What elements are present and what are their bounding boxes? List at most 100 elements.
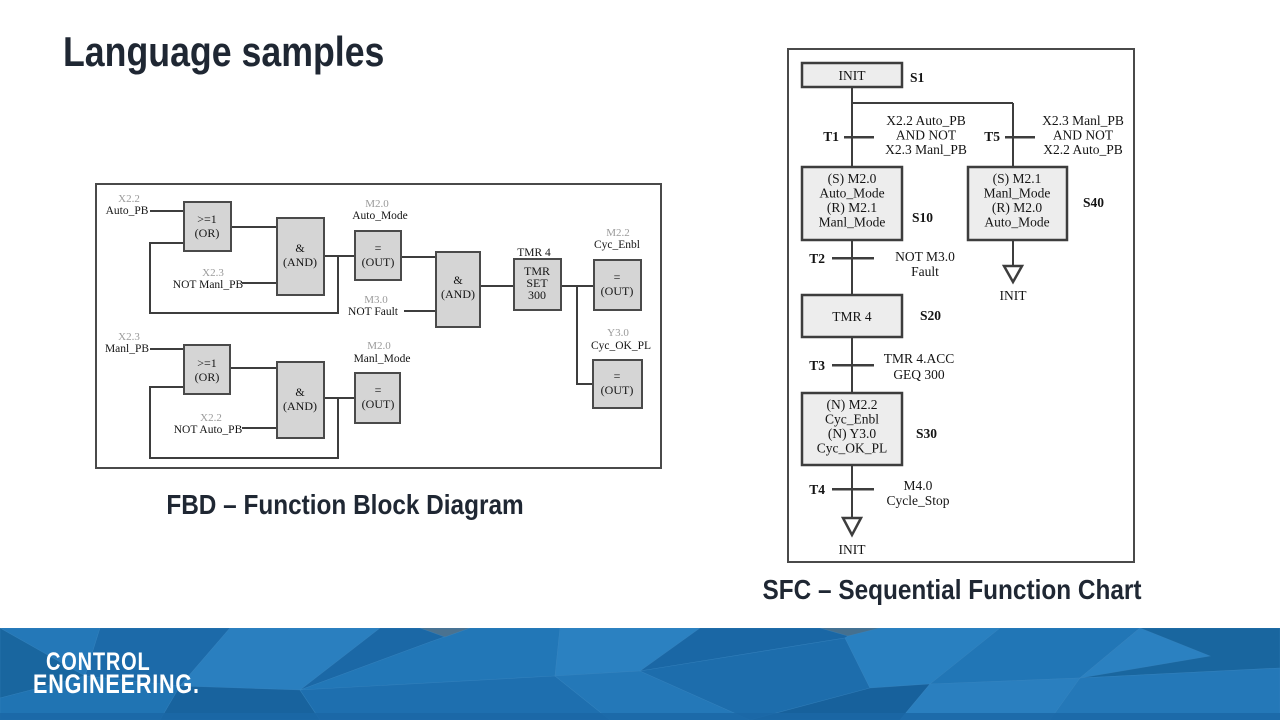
sfc-wires: [832, 87, 1035, 518]
out-block-text: =: [614, 369, 621, 383]
transition-t4-condition: M4.0: [904, 478, 933, 493]
and-block-text: (AND): [441, 287, 475, 301]
input-address: X2.2: [200, 412, 222, 424]
and-block-text: (AND): [283, 255, 317, 269]
input-signal: NOT Manl_PB: [173, 279, 244, 291]
jump-arrow-icon: [1001, 264, 1025, 285]
input-address: X2.3: [202, 267, 224, 279]
step-s1-text: INIT: [839, 68, 867, 83]
input-address: X2.3: [118, 331, 140, 343]
step-s20-label: S20: [920, 308, 941, 323]
timer-block-text: SET: [526, 276, 548, 290]
transition-t3-condition: GEQ 300: [893, 367, 945, 382]
footer-banner: CONTROL ENGINEERING.: [0, 628, 1280, 720]
transition-t2-condition: Fault: [911, 264, 939, 279]
jump-target: INIT: [1000, 288, 1028, 303]
transition-t1-condition: X2.2 Auto_PB: [886, 113, 966, 128]
step-s30-text: (N) M2.2: [827, 397, 878, 412]
input-signal: NOT Auto_PB: [174, 424, 243, 436]
and-block-text: (AND): [283, 399, 317, 413]
output-address: M2.0: [367, 340, 391, 352]
step-s40-text: Manl_Mode: [984, 186, 1051, 201]
slide-title: Language samples: [63, 28, 385, 75]
step-s30: [800, 391, 904, 467]
or-block-2: [183, 344, 231, 395]
out-block-cyc-enbl: [593, 259, 642, 311]
step-s40: [966, 165, 1069, 242]
output-address: M2.2: [606, 227, 630, 239]
fbd-svg: X2.2 Auto_PB >=1 (OR) X2.3 NOT Manl_PB &…: [95, 183, 662, 469]
step-s30-label: S30: [916, 426, 937, 441]
fbd-diagram: X2.2 Auto_PB >=1 (OR) X2.3 NOT Manl_PB &…: [95, 183, 662, 474]
transition-t2-condition: NOT M3.0: [895, 249, 955, 264]
out-block-text: (OUT): [362, 255, 395, 269]
input-signal: NOT Fault: [348, 306, 399, 318]
input-signal: Auto_PB: [106, 205, 149, 217]
sfc-border: [787, 48, 1135, 563]
transition-t4-condition: Cycle_Stop: [887, 493, 950, 508]
timer-block-text: TMR: [524, 264, 550, 278]
step-s20: [800, 293, 904, 339]
jump-target: INIT: [839, 542, 867, 557]
transition-t5-label: T5: [984, 129, 1000, 144]
jump-arrow-icon: [840, 516, 864, 538]
fbd-border: [95, 183, 662, 469]
timer-title: TMR 4: [517, 247, 551, 259]
step-s30-text: Cyc_OK_PL: [817, 441, 888, 456]
step-s10-text: (S) M2.0: [828, 171, 877, 186]
out-block-text: =: [375, 241, 382, 255]
out-block-text: (OUT): [601, 383, 634, 397]
timer-block-text: 300: [528, 288, 546, 302]
out-block-text: (OUT): [362, 397, 395, 411]
transition-t5-condition: X2.2 Auto_PB: [1043, 142, 1123, 157]
input-address: M3.0: [364, 294, 388, 306]
banner-texture: [0, 628, 1280, 720]
or-block-text: >=1: [197, 356, 217, 370]
and-block-3: [276, 361, 325, 439]
sfc-svg: INIT S1 T1 X2.2 Auto_PB AND NOT X2.3 Man…: [787, 48, 1135, 563]
and-block-1: [276, 217, 325, 296]
fbd-caption: FBD – Function Block Diagram: [166, 489, 524, 520]
sfc-caption: SFC – Sequential Function Chart: [762, 574, 1142, 605]
step-s10-text: Auto_Mode: [819, 186, 884, 201]
transition-t1-label: T1: [823, 129, 839, 144]
and-block-text: &: [295, 385, 305, 399]
step-s1-label: S1: [910, 70, 925, 85]
timer-block: [513, 258, 562, 311]
and-block-2: [435, 251, 481, 328]
output-address: Y3.0: [607, 327, 629, 339]
or-block-1: [183, 201, 232, 252]
step-s1: [800, 61, 904, 89]
input-signal: Manl_PB: [105, 343, 149, 355]
transition-t5-condition: X2.3 Manl_PB: [1042, 113, 1124, 128]
step-s30-text: (N) Y3.0: [828, 426, 876, 441]
transition-t2-label: T2: [809, 251, 825, 266]
transition-t3-label: T3: [809, 358, 825, 373]
step-s40-text: (R) M2.0: [992, 200, 1042, 215]
output-address: M2.0: [365, 198, 389, 210]
step-s40-label: S40: [1083, 195, 1104, 210]
sfc-diagram: INIT S1 T1 X2.2 Auto_PB AND NOT X2.3 Man…: [787, 48, 1135, 568]
step-s30-text: Cyc_Enbl: [825, 412, 879, 427]
out-block-auto-mode: [354, 230, 402, 281]
transition-t1-condition: X2.3 Manl_PB: [885, 142, 967, 157]
step-s10-text: Manl_Mode: [819, 215, 886, 230]
transition-t1-condition: AND NOT: [896, 128, 957, 143]
input-address: X2.2: [118, 193, 140, 205]
or-block-text: (OR): [195, 226, 220, 240]
output-signal: Manl_Mode: [354, 353, 411, 365]
and-block-text: &: [453, 273, 463, 287]
logo-line-1: CONTROL: [46, 648, 151, 676]
transition-t4-label: T4: [809, 482, 825, 497]
out-block-text: =: [375, 383, 382, 397]
step-s10-label: S10: [912, 210, 933, 225]
out-block-text: (OUT): [601, 284, 634, 298]
transition-t5-condition: AND NOT: [1053, 128, 1114, 143]
or-block-text: >=1: [197, 212, 217, 226]
out-block-text: =: [614, 270, 621, 284]
step-s10-text: (R) M2.1: [827, 200, 877, 215]
out-block-cyc-ok-pl: [592, 359, 643, 409]
step-s40-text: (S) M2.1: [993, 171, 1042, 186]
out-block-manl-mode: [354, 372, 401, 424]
